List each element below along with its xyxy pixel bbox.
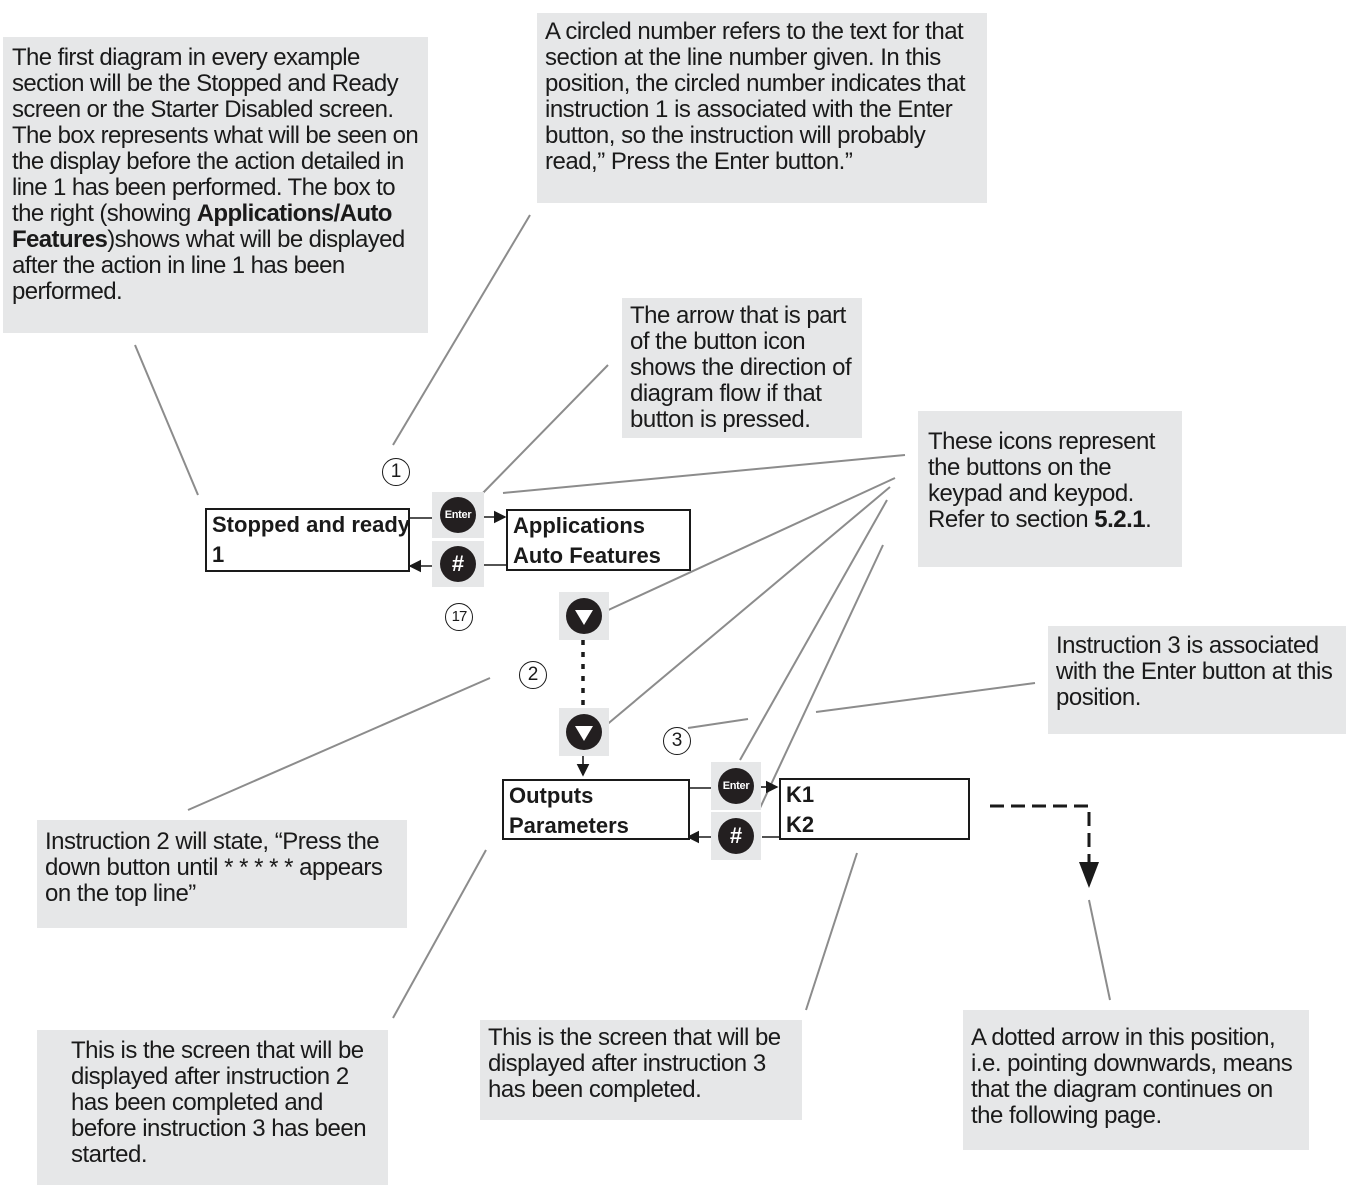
screen-applications-line1: Applications: [513, 513, 646, 538]
callout-arrow-flow: The arrow that is part of the button ico…: [622, 298, 862, 438]
hash-button-box-top: #: [432, 541, 484, 587]
callout-icons-text-pre: These icons represent the buttons on the…: [928, 428, 1155, 533]
continuation-arrow: [990, 804, 1091, 868]
circled-number-3: 3: [663, 727, 691, 755]
screen-outputs-line2: Parameters: [509, 813, 629, 838]
screen-stopped-ready-line2: 1: [212, 542, 225, 567]
callout-circled-number-text: A circled number refers to the text for …: [545, 18, 966, 175]
enter-button-icon[interactable]: Enter: [718, 768, 754, 804]
callout-first-diagram-bold: Applications/Auto Features: [12, 200, 392, 253]
hash-button-icon[interactable]: #: [718, 818, 754, 854]
leader-lines: [134, 214, 1111, 1019]
down-button-box-1: [559, 592, 609, 640]
down-button-icon[interactable]: [566, 598, 602, 634]
screen-outputs-line1: Outputs: [509, 783, 594, 808]
callout-icons: These icons represent the buttons on the…: [918, 411, 1182, 567]
callout-screen-after3: This is the screen that will be displaye…: [480, 1020, 802, 1120]
callout-instruction3: Instruction 3 is associated with the Ent…: [1048, 626, 1346, 734]
callout-circled-number: A circled number refers to the text for …: [537, 13, 987, 203]
enter-button-box-bottom: Enter: [711, 762, 761, 810]
callout-first-diagram: The first diagram in every example secti…: [3, 37, 428, 333]
enter-button-box-top: Enter: [432, 492, 484, 538]
callout-first-diagram-text-pre: The first diagram in every example secti…: [12, 44, 419, 227]
callout-instruction2: Instruction 2 will state, “Press the dow…: [37, 820, 407, 928]
screen-applications-line2: Auto Features: [513, 543, 661, 568]
callout-dotted-arrow: A dotted arrow in this position, i.e. po…: [963, 1010, 1309, 1150]
callout-instruction2-text: Instruction 2 will state, “Press the dow…: [45, 828, 383, 907]
continuation-arrowhead: [1079, 862, 1099, 888]
hash-button-box-bottom: #: [711, 812, 761, 860]
callout-icons-bold: 5.2.1: [1094, 506, 1146, 533]
hash-button-icon[interactable]: #: [440, 546, 476, 582]
callout-icons-text-post: .: [1145, 506, 1152, 533]
enter-button-icon[interactable]: Enter: [440, 497, 476, 533]
callout-screen-after2: This is the screen that will be displaye…: [37, 1030, 388, 1185]
screen-stopped-ready-line1: Stopped and ready: [212, 512, 411, 537]
down-button-icon[interactable]: [566, 714, 602, 750]
screen-k-line1: K1: [786, 782, 815, 807]
callout-dotted-arrow-text: A dotted arrow in this position, i.e. po…: [971, 1024, 1293, 1129]
screen-k: K1 K2: [779, 778, 970, 840]
screen-applications: Applications Auto Features: [506, 509, 691, 571]
circled-number-17: 17: [445, 603, 473, 631]
circled-number-2: 2: [519, 661, 547, 689]
callout-screen-after2-text: This is the screen that will be displaye…: [71, 1037, 367, 1168]
callout-arrow-flow-text: The arrow that is part of the button ico…: [630, 302, 852, 433]
down-button-box-2: [559, 708, 609, 756]
circled-number-1: 1: [382, 458, 410, 486]
screen-outputs: Outputs Parameters: [502, 779, 690, 840]
callout-instruction3-text: Instruction 3 is associated with the Ent…: [1056, 632, 1333, 711]
callout-screen-after3-text: This is the screen that will be displaye…: [488, 1024, 781, 1103]
screen-k-line2: K2: [786, 812, 815, 837]
callout-first-diagram-text-post: )shows what will be displayed after the …: [12, 226, 405, 305]
screen-stopped-ready: Stopped and ready 1: [205, 508, 410, 572]
